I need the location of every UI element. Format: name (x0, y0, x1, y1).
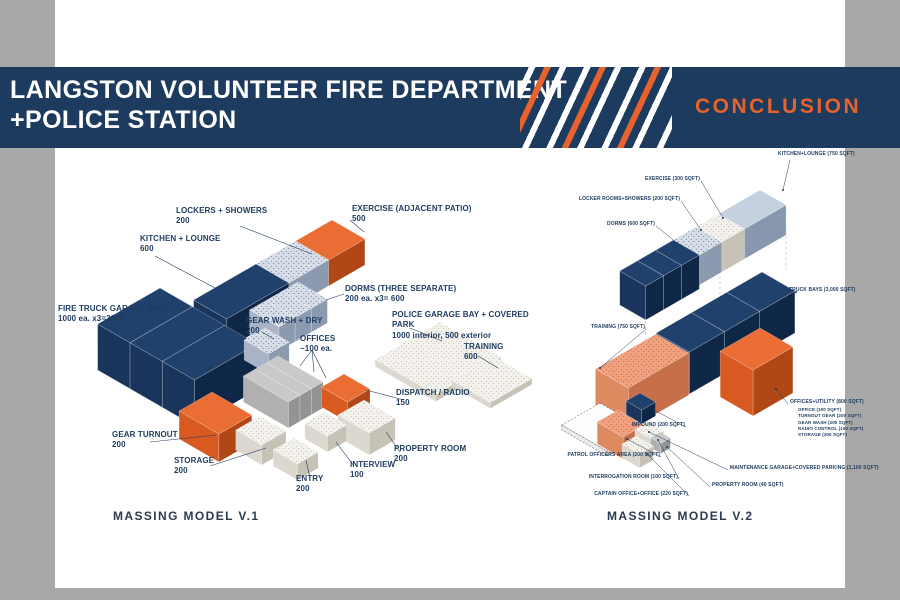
label-value: 200 (174, 466, 188, 476)
label-text: ENTRY (296, 474, 324, 483)
label-property-room-v2: PROPERTY ROOM (40 SQFT) (712, 482, 784, 488)
label-sub-gear-wash: GEAR WASH (200 SQFT) (798, 419, 853, 425)
label-text: GEAR TURNOUT (112, 430, 178, 439)
label-value: 200 (112, 440, 126, 450)
title-line-2: +POLICE STATION (10, 105, 237, 134)
label-interrogation-v2: INTERROGATION ROOM (100 SQFT) (588, 474, 678, 480)
label-value: ~100 ea. (300, 344, 333, 354)
label-text: LOCKERS + SHOWERS (176, 206, 268, 215)
label-offices-utility-sublist: OFFICE (100 SQFT) TURNOUT GEAR (200 SQFT… (798, 407, 863, 438)
label-kitchen-lounge-v2: KITCHEN+LOUNGE (750 SQFT) (778, 151, 855, 157)
massing-model-v1-caption: MASSING MODEL V.1 (113, 509, 260, 523)
title-line-1: LANGSTON VOLUNTEER FIRE DEPARTMENT (10, 76, 568, 104)
label-value: 200 (394, 454, 408, 464)
label-value: 1000 ea. x3=3000 (58, 314, 125, 324)
label-value: 500 (352, 214, 366, 224)
label-text: FIRE TRUCK GARAGE BAYS (58, 304, 170, 313)
label-text: INTERVIEW (350, 460, 396, 469)
label-text: STORAGE (174, 456, 215, 465)
label-truck-bays-v2: TRUCK BAYS (3,000 SQFT) (789, 287, 856, 293)
label-sub-office: OFFICE (100 SQFT) (798, 407, 842, 412)
label-dorms-v2: DORMS (600 SQFT) (607, 221, 655, 227)
label-value: 600 (140, 244, 154, 254)
label-dorms: DORMS (THREE SEPARATE)200 ea. x3= 600 (345, 284, 456, 305)
label-value: 600 (464, 352, 478, 362)
section-label: CONCLUSION (695, 95, 862, 118)
page-title: LANGSTON VOLUNTEER FIRE DEPARTMENT +POLI… (10, 76, 567, 135)
label-exercise-v2: EXERCISE (300 SQFT) (645, 176, 700, 182)
label-text: TRAINING (464, 342, 504, 351)
massing-model-v1-drawing (97, 219, 533, 481)
label-text: PROPERTY ROOM (394, 444, 467, 453)
label-locker-rooms-v2: LOCKER ROOMS+SHOWERS (200 SQFT) (578, 196, 680, 202)
label-value: 200 ea. x3= 600 (345, 294, 405, 304)
diagonal-stripes-decoration (520, 67, 672, 148)
label-text: EXERCISE (ADJACENT PATIO) (352, 204, 472, 213)
label-text: DORMS (THREE SEPARATE) (345, 284, 457, 293)
label-training-v2: TRAINING (750 SQFT) (591, 324, 645, 330)
label-sub-turnout-gear: TURNOUT GEAR (200 SQFT) (798, 413, 862, 419)
label-sub-storage: STORAGE (200 SQFT) (798, 432, 847, 438)
label-offices: OFFICES~100 ea. (300, 334, 335, 355)
label-text: GEAR WASH + DRY (246, 316, 323, 325)
massing-model-v2-drawing (561, 159, 797, 497)
label-maintenance-garage-v2: MAINTENANCE GARAGE+COVERED PARKING (1,10… (730, 465, 879, 471)
label-sub-radio-control: RADIO CONTROL (100 SQFT) (798, 425, 864, 431)
label-value: 1000 interior, 500 exterior (392, 330, 492, 340)
label-value: 200 (246, 326, 260, 336)
label-text: KITCHEN + LOUNGE (140, 234, 221, 243)
label-value: 100 (350, 470, 364, 480)
massing-model-v2-caption: MASSING MODEL V.2 (607, 509, 754, 523)
label-patrol-officers-v2: PATROL OFFICERS AREA (200 SQFT) (567, 452, 660, 458)
label-value: 150 (396, 398, 410, 408)
label-value: 200 (296, 484, 310, 494)
label-value: 200 (176, 216, 190, 226)
label-text: OFFICES (300, 334, 336, 343)
label-text: POLICE GARAGE BAY + COVERED PARK (392, 310, 529, 330)
label-exercise: EXERCISE (ADJACENT PATIO)500 (352, 204, 472, 225)
label-captain-office-v2: CAPTAIN OFFICE+OFFICE (220 SQFT) (594, 491, 688, 497)
label-text: DISPATCH / RADIO (396, 388, 470, 397)
label-offices-utility-v2: OFFICES+UTILITY (800 SQFT) (790, 399, 864, 405)
label-impound-v2: IMPOUND (200 SQFT) (631, 422, 685, 428)
title-band: LANGSTON VOLUNTEER FIRE DEPARTMENT +POLI… (0, 67, 900, 148)
